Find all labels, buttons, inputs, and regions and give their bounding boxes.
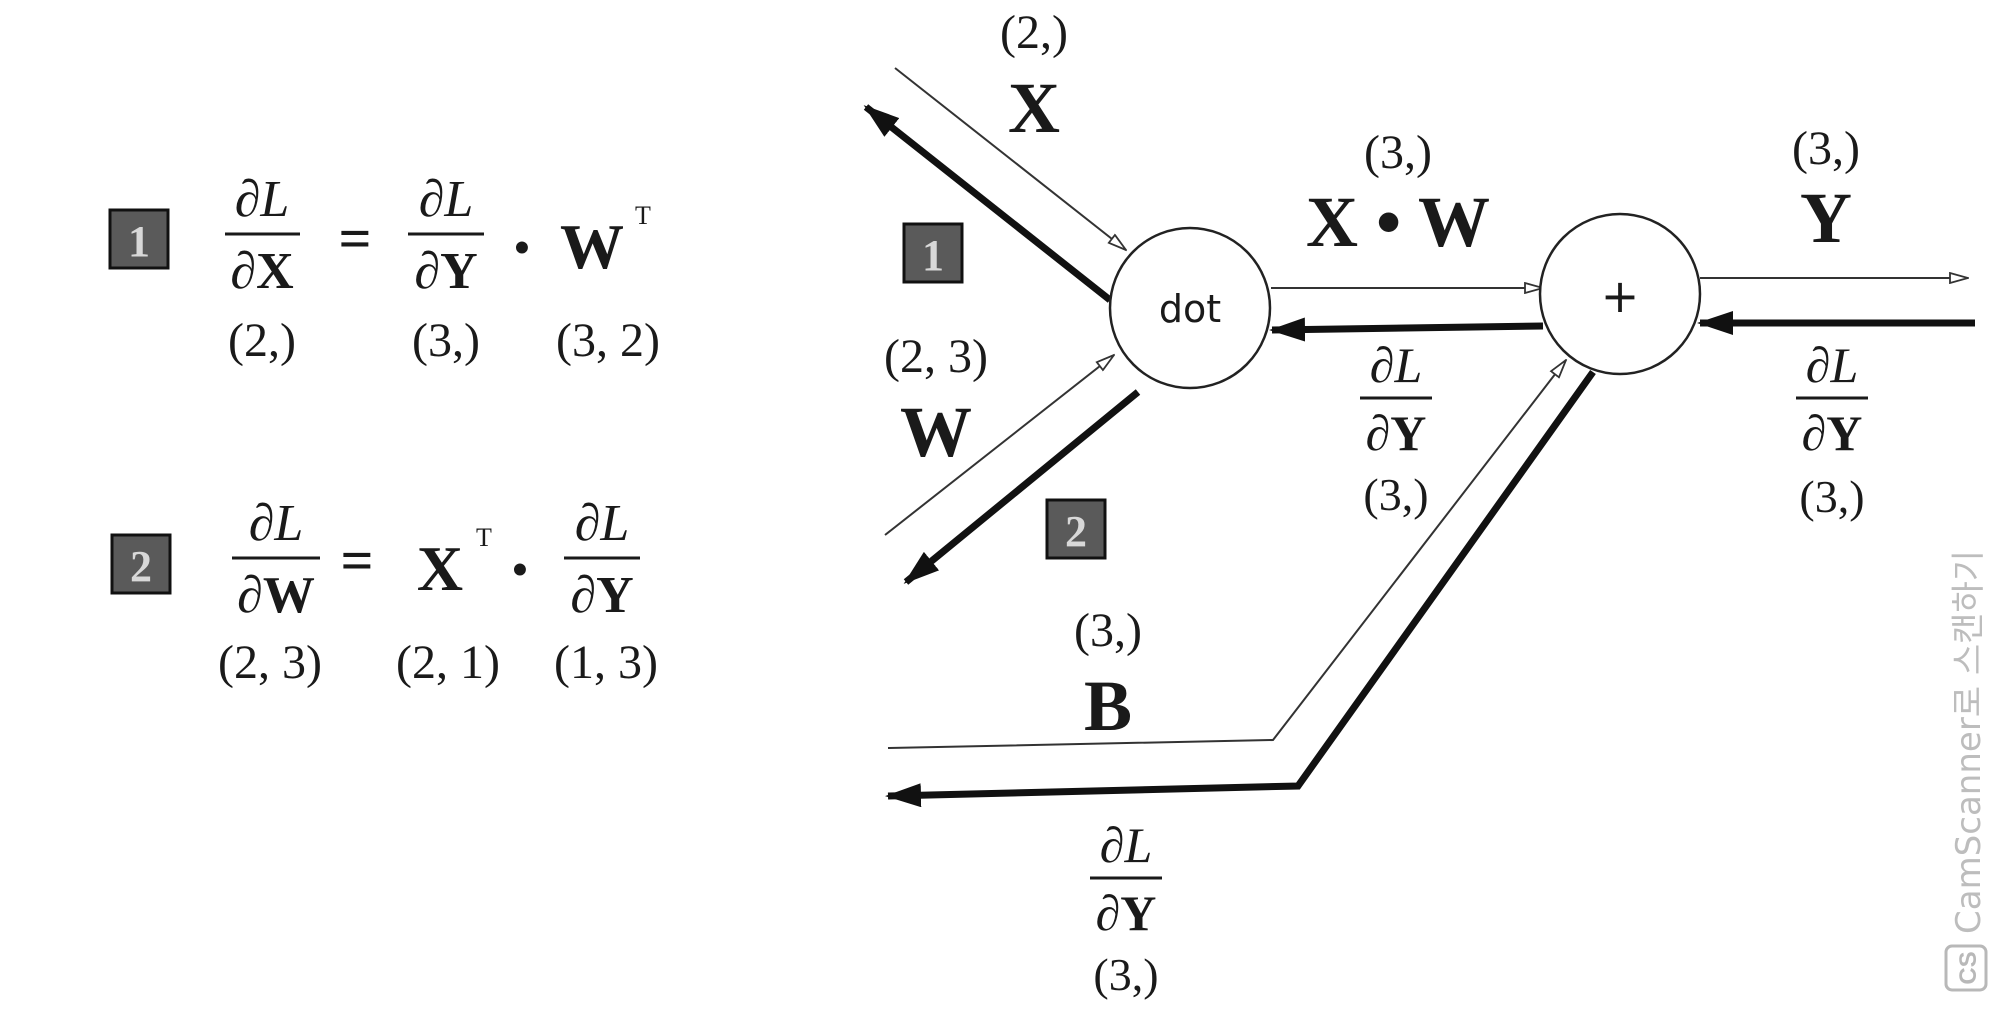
y-output-label: Y xyxy=(1800,178,1852,258)
grad-right-numerator: ∂L xyxy=(1806,337,1859,393)
eq1-term2-superscript: T xyxy=(635,201,651,230)
plus-node: + xyxy=(1538,212,1702,376)
w-input-shape: (2, 3) xyxy=(884,330,988,383)
xw-shape: (3,) xyxy=(1364,126,1432,179)
badge-1: 1 xyxy=(108,208,170,270)
eq1-dot-operator: • xyxy=(514,223,529,272)
badge-2: 2 xyxy=(110,533,172,595)
eq2-lhs-numerator: ∂L xyxy=(249,495,304,552)
edge-w-backward xyxy=(903,389,1141,585)
edge-b-forward xyxy=(887,360,1566,749)
grad-right-label: ∂L ∂Y (3,) xyxy=(1796,337,1868,522)
eq2-term1-shape: (2, 1) xyxy=(396,636,500,689)
eq1-lhs-shape: (2,) xyxy=(228,314,296,367)
eq2-term1-superscript: T xyxy=(476,523,492,552)
badge-1-number: 1 xyxy=(128,217,150,266)
grad-bottom-label: ∂L ∂Y (3,) xyxy=(1090,817,1162,1000)
eq1-term1-numerator: ∂L xyxy=(419,171,474,228)
graph-badge-2-number: 2 xyxy=(1065,507,1087,556)
y-output-shape: (3,) xyxy=(1792,122,1860,175)
eq1-term2: W xyxy=(560,211,624,282)
grad-mid-denominator: ∂Y xyxy=(1366,405,1427,461)
eq2-lhs-denominator: ∂W xyxy=(237,567,315,624)
grad-mid-label: ∂L ∂Y (3,) xyxy=(1360,337,1432,520)
eq2-equals: = xyxy=(340,528,373,593)
camscanner-watermark: CS CamScanner로 스캔하기 xyxy=(1944,550,1989,992)
eq2-term1: X xyxy=(417,533,463,604)
graph-badge-2: 2 xyxy=(1045,498,1107,560)
dot-node: dot xyxy=(1108,226,1272,390)
eq1-equals: = xyxy=(338,206,371,271)
eq1-term2-shape: (3, 2) xyxy=(556,314,660,367)
edge-w-forward xyxy=(884,355,1114,536)
edge-x-forward xyxy=(894,67,1126,250)
b-input-shape: (3,) xyxy=(1074,604,1142,657)
edge-b-backward xyxy=(885,369,1596,808)
eq2-term2-numerator: ∂L xyxy=(575,495,630,552)
grad-mid-numerator: ∂L xyxy=(1370,337,1423,393)
grad-mid-shape: (3,) xyxy=(1363,469,1428,520)
b-input-label: B xyxy=(1084,666,1132,746)
graph-badge-1: 1 xyxy=(902,222,964,284)
w-input-label: W xyxy=(900,392,972,472)
eq1-term1-denominator: ∂Y xyxy=(414,243,477,300)
plus-node-label: + xyxy=(1601,269,1640,323)
eq2-dot-operator: • xyxy=(512,545,527,594)
x-input-shape: (2,) xyxy=(1000,6,1068,59)
camscanner-logo-icon xyxy=(1944,944,1988,992)
computational-graph: dot + (2,) X (2, 3) W (3,) B (3,) X • W … xyxy=(863,6,1975,1000)
dot-node-label: dot xyxy=(1159,287,1221,331)
edge-x-backward xyxy=(863,104,1113,303)
grad-right-shape: (3,) xyxy=(1799,471,1864,522)
eq1-lhs-numerator: ∂L xyxy=(235,171,290,228)
eq1-lhs-denominator: ∂X xyxy=(230,243,293,300)
eq2-term2-denominator: ∂Y xyxy=(570,567,633,624)
camscanner-logo-text: CS xyxy=(1955,951,1982,984)
equation-1: 1 ∂L ∂X (2,) = ∂L ∂Y (3,) • W T (3, 2) xyxy=(108,171,660,367)
xw-label: X • W xyxy=(1306,182,1490,262)
grad-bottom-denominator: ∂Y xyxy=(1096,885,1157,941)
eq2-term2-shape: (1, 3) xyxy=(554,636,658,689)
grad-bottom-shape: (3,) xyxy=(1093,949,1158,1000)
edge-dot-backward xyxy=(1269,317,1544,342)
eq2-lhs-shape: (2, 3) xyxy=(218,636,322,689)
graph-badge-1-number: 1 xyxy=(922,231,944,280)
badge-2-number: 2 xyxy=(130,542,152,591)
equation-2: 2 ∂L ∂W (2, 3) = X T (2, 1) • ∂L ∂Y (1, … xyxy=(110,495,658,689)
camscanner-text: CamScanner로 스캔하기 xyxy=(1949,550,1989,934)
eq1-term1-shape: (3,) xyxy=(412,314,480,367)
grad-right-denominator: ∂Y xyxy=(1802,405,1863,461)
grad-bottom-numerator: ∂L xyxy=(1100,817,1153,873)
x-input-label: X xyxy=(1008,68,1060,148)
